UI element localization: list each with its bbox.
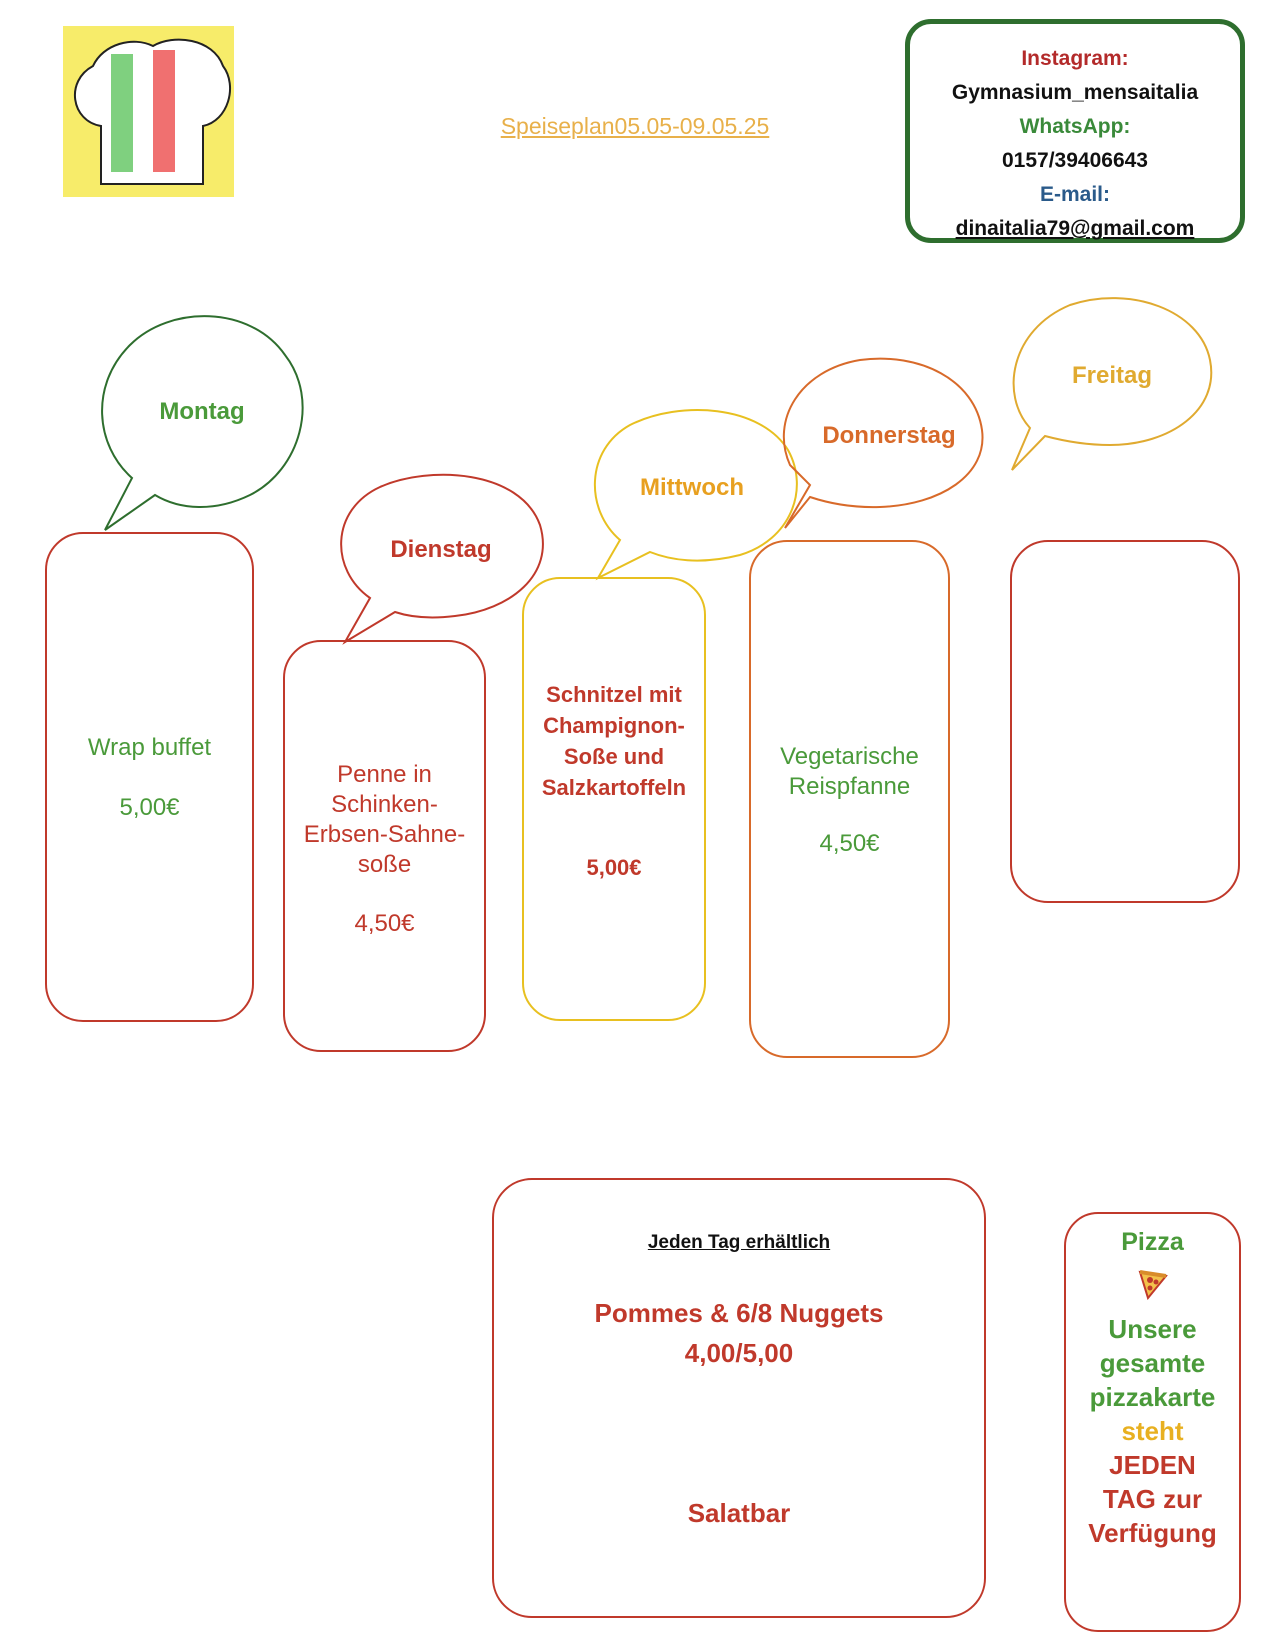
pizza-line: gesamte <box>1099 1348 1206 1378</box>
daily-item-pommes: Pommes & 6/8 Nuggets <box>594 1298 884 1328</box>
pizza-text: Unsere gesamte pizzakarte steht JEDEN TA… <box>1066 1312 1239 1550</box>
pizza-icon <box>1066 1266 1239 1302</box>
page-title: Speiseplan05.05-09.05.25 <box>500 113 770 139</box>
whatsapp-label: WhatsApp: <box>1019 115 1131 138</box>
dish-dienstag: Penne in Schinken- Erbsen-Sahne- soße <box>285 760 484 880</box>
dish-line: Schinken- <box>331 791 438 818</box>
daily-offer-box: Jeden Tag erhältlich Pommes & 6/8 Nugget… <box>492 1178 986 1618</box>
dish-line: Reispfanne <box>788 773 911 800</box>
pizza-box: Pizza Unsere gesamte pizzakarte steht JE… <box>1064 1212 1241 1632</box>
whatsapp-number[interactable]: 0157/39406643 <box>1002 149 1148 172</box>
day-label-freitag: Freitag <box>1071 362 1152 389</box>
dish-donnerstag: Vegetarische Reispfanne <box>751 742 948 802</box>
instagram-label: Instagram: <box>1021 47 1129 70</box>
menu-card-dienstag: Penne in Schinken- Erbsen-Sahne- soße 4,… <box>283 640 486 1052</box>
instagram-handle[interactable]: Gymnasium_mensaitalia <box>951 81 1199 104</box>
menu-card-freitag <box>1010 540 1240 903</box>
menu-card-donnerstag: Vegetarische Reispfanne 4,50€ <box>749 540 950 1058</box>
day-label-montag: Montag <box>159 398 245 425</box>
bubble-dienstag <box>340 473 544 645</box>
bubble-freitag <box>1011 297 1213 471</box>
price-dienstag: 4,50€ <box>354 910 415 937</box>
day-label-dienstag: Dienstag <box>390 536 492 563</box>
pizza-line: pizzakarte <box>1089 1382 1216 1412</box>
bubble-mittwoch <box>593 409 798 581</box>
dish-mittwoch: Schnitzel mit Champignon- Soße und Salzk… <box>524 679 704 803</box>
menu-card-mittwoch: Schnitzel mit Champignon- Soße und Salzk… <box>522 577 706 1021</box>
dish-line: Vegetarische <box>780 743 919 770</box>
pizza-line: Verfügung <box>1088 1518 1217 1548</box>
contact-box: Instagram: Gymnasium_mensaitalia WhatsAp… <box>905 19 1245 243</box>
chef-hat-icon <box>63 26 234 197</box>
dish-line: Erbsen-Sahne- <box>303 821 466 848</box>
bubble-donnerstag <box>782 357 984 529</box>
menu-card-montag: Wrap buffet 5,00€ <box>45 532 254 1022</box>
bubble-montag <box>101 315 304 531</box>
email-label: E-mail: <box>1039 183 1110 206</box>
price-donnerstag: 4,50€ <box>819 830 880 857</box>
pizza-line: JEDEN <box>1109 1450 1196 1480</box>
pizza-line: Unsere <box>1108 1314 1197 1344</box>
dish-montag: Wrap buffet <box>87 734 212 761</box>
pizza-title: Pizza <box>1121 1228 1184 1256</box>
logo <box>63 26 234 197</box>
email-link[interactable]: dinaitalia79@gmail.com <box>955 217 1195 240</box>
daily-item-pommes-price: 4,00/5,00 <box>684 1338 794 1368</box>
price-montag: 5,00€ <box>119 794 180 821</box>
dish-line: Penne in <box>337 761 432 788</box>
daily-item-salatbar: Salatbar <box>687 1498 791 1528</box>
dish-line: Champignon- <box>543 713 685 738</box>
pizza-line: TAG zur <box>1102 1484 1203 1514</box>
dish-line: Schnitzel mit <box>546 682 682 707</box>
daily-heading: Jeden Tag erhältlich <box>647 1232 831 1253</box>
pizza-line: steht <box>1121 1416 1184 1446</box>
dish-line: soße <box>357 851 412 878</box>
day-label-donnerstag: Donnerstag <box>822 422 956 449</box>
dish-line: Salzkartoffeln <box>541 775 687 800</box>
dish-line: Soße und <box>563 744 665 769</box>
day-bubbles <box>101 297 1213 645</box>
price-mittwoch: 5,00€ <box>586 855 642 880</box>
day-label-mittwoch: Mittwoch <box>640 474 744 501</box>
